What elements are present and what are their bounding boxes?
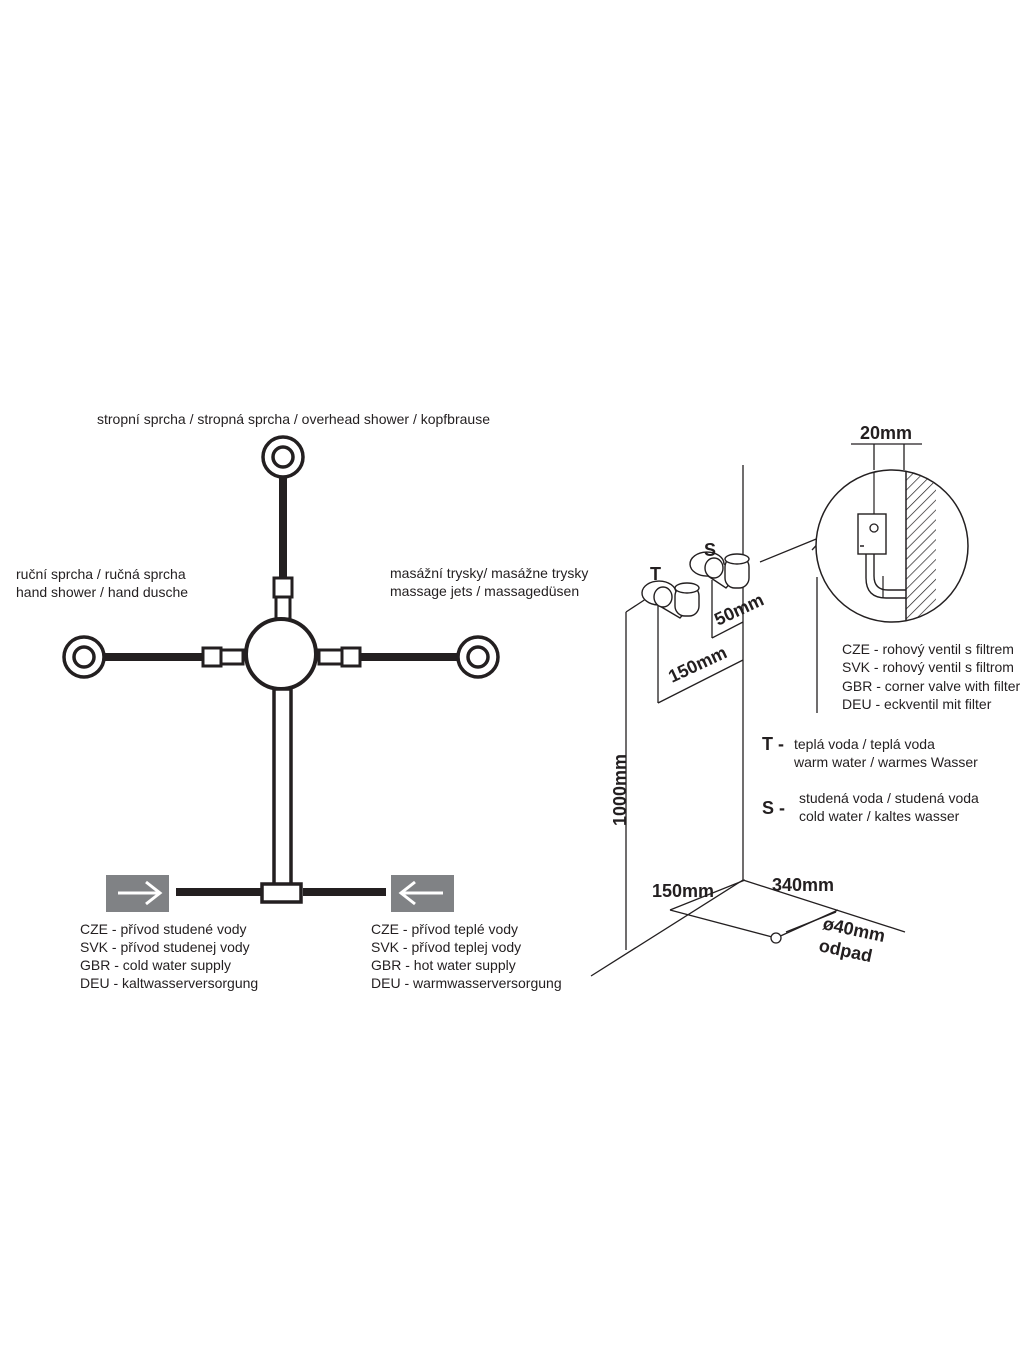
fitting-right: [340, 646, 362, 668]
pipe-top-inner: [274, 595, 292, 621]
cold-supply-label: CZE - přívod studené vody SVK - přívod s…: [80, 921, 258, 991]
dim-1000mm: 1000mm: [610, 754, 630, 826]
pipe-cold-supply: [176, 888, 262, 896]
s-key: S -: [762, 798, 785, 818]
floor-right-edge: [742, 879, 906, 933]
pipe-right-inner: [317, 648, 344, 666]
hot-supply-arrow-icon: [391, 875, 454, 912]
dim-150mm-floor: 150mm: [652, 881, 714, 901]
s-valve-icon: [689, 551, 750, 589]
cold-supply-arrow-icon: [106, 875, 169, 912]
dim-50-line: [711, 621, 744, 639]
pipe-supply-riser: [272, 687, 293, 887]
dim-340mm: 340mm: [772, 875, 834, 895]
massage-jets-label: masážní trysky/ masážne trysky massage j…: [390, 565, 592, 599]
fitting-top: [272, 576, 294, 599]
dim-150-line: [657, 659, 744, 704]
pipe-left-inner: [219, 648, 245, 666]
s-description: studená voda / studená voda cold water /…: [799, 790, 983, 824]
corner-valve-legend: CZE - rohový ventil s filtrem SVK - roho…: [842, 641, 1024, 712]
installation-dimensions: 1000mm 150mm 50mm T S: [590, 423, 1024, 977]
t-valve-icon: [641, 580, 700, 619]
t-valve-letter: T: [650, 564, 661, 584]
overhead-shower-label: stropní sprcha / stropná sprcha / overhe…: [97, 411, 490, 427]
pipe-hot-supply: [303, 888, 386, 896]
dim-floor-150-line: [669, 879, 746, 911]
overhead-shower-outlet-icon: [261, 435, 305, 479]
pipe-massage-jets: [360, 653, 458, 661]
valve-detail-zoom: 20mm: [815, 423, 969, 713]
t-key: T -: [762, 734, 784, 754]
dim-20mm: 20mm: [860, 423, 912, 443]
floor-left-edge: [590, 879, 744, 977]
tee-fitting: [260, 882, 303, 904]
hot-supply-label: CZE - přívod teplé vody SVK - přívod tep…: [371, 921, 562, 991]
t-description: teplá voda / teplá voda warm water / war…: [793, 736, 978, 770]
s-valve-letter: S: [704, 540, 716, 560]
fitting-left: [201, 646, 223, 668]
piping-schematic: stropní sprcha / stropná sprcha / overhe…: [16, 411, 592, 991]
dim-150mm-upper: 150mm: [665, 642, 730, 686]
central-mixer: [244, 617, 318, 691]
drain-icon: [770, 932, 782, 944]
pipe-hand-shower: [105, 653, 203, 661]
pipe-overhead: [279, 478, 287, 578]
hand-shower-outlet-icon: [62, 635, 106, 679]
massage-jets-outlet-icon: [456, 635, 500, 679]
hand-shower-label: ruční sprcha / ručná sprcha hand shower …: [16, 566, 190, 600]
dim-floor-front: [669, 909, 777, 939]
